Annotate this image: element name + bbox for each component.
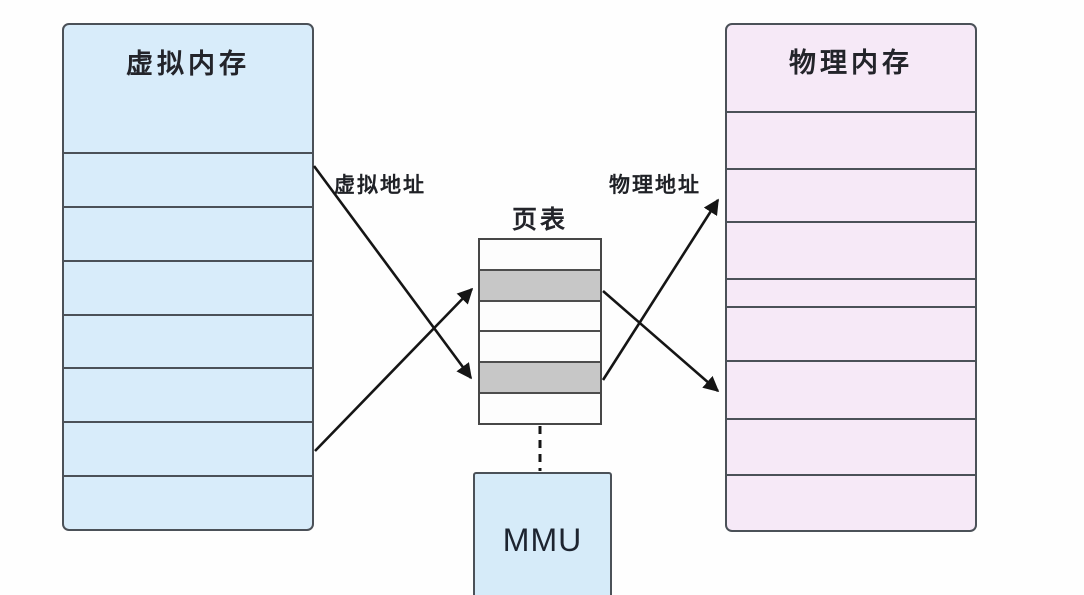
memory-row	[64, 475, 312, 529]
page-table-entry	[480, 330, 600, 362]
virtual-address-arrow-upper	[314, 287, 474, 452]
physical-memory-title: 物理内存	[789, 48, 913, 78]
physical-address-arrow-upper	[601, 198, 720, 381]
page-table-entry	[480, 240, 600, 269]
physical-memory-box: 物理内存	[725, 23, 977, 532]
page-table-entry-highlighted	[480, 268, 600, 300]
page-table-entry	[480, 392, 600, 423]
memory-row	[64, 313, 312, 368]
virtual-memory-box: 虚拟内存	[62, 23, 314, 531]
memory-row	[64, 205, 312, 260]
physical-memory-rows	[727, 111, 975, 530]
memory-row	[64, 152, 312, 206]
page-table-title: 页表	[511, 206, 568, 234]
mmu-box: MMU	[473, 472, 612, 595]
mmu-label: MMU	[502, 522, 583, 558]
virtual-memory-rows	[64, 152, 312, 529]
memory-row	[727, 111, 975, 168]
memory-row	[727, 221, 975, 278]
memory-row	[727, 278, 975, 306]
virtual-memory-title: 虚拟内存	[126, 49, 250, 79]
memory-row	[64, 367, 312, 421]
page-table-entry-highlighted	[480, 361, 600, 393]
memory-row	[727, 168, 975, 221]
memory-row	[727, 474, 975, 530]
physical-address-label: 物理地址	[609, 174, 701, 197]
physical-address-arrow-lower	[602, 290, 720, 393]
memory-row	[727, 418, 975, 474]
page-table-box	[478, 238, 602, 425]
memory-row	[727, 360, 975, 418]
memory-row	[64, 259, 312, 314]
memory-row	[64, 421, 312, 475]
virtual-address-label: 虚拟地址	[334, 174, 426, 197]
page-table-entry	[480, 299, 600, 331]
memory-row	[727, 306, 975, 360]
